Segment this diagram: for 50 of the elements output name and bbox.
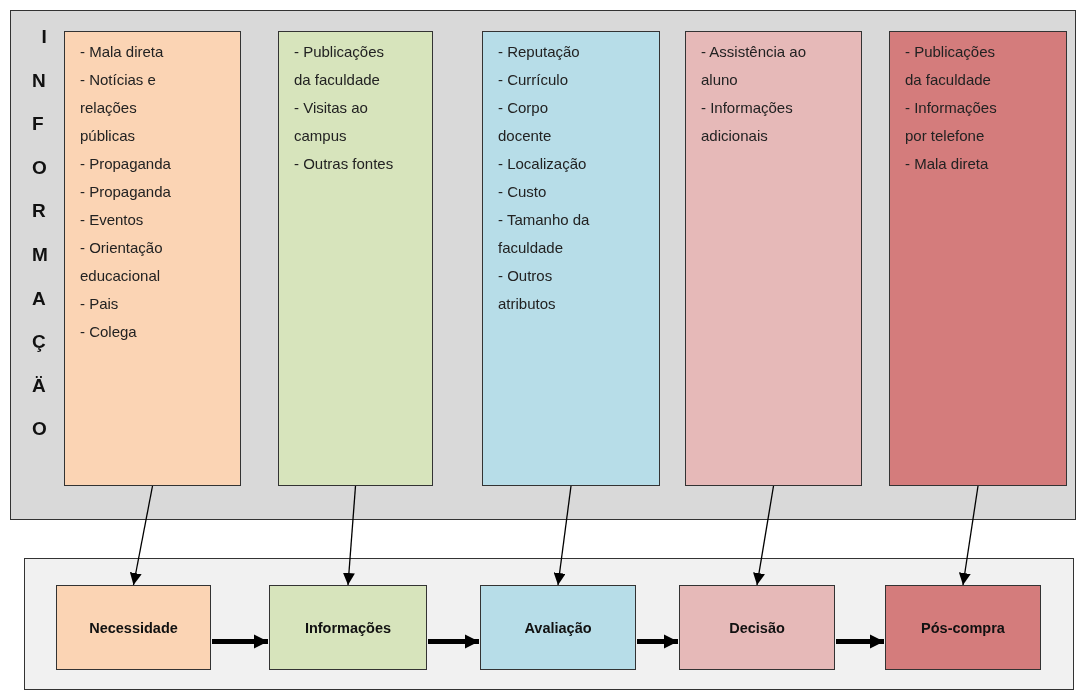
arrow bbox=[129, 485, 154, 586]
list-item: - Publicações da faculdade bbox=[294, 42, 386, 90]
thick-arrow bbox=[836, 634, 884, 649]
list-item: - Assistência ao aluno bbox=[701, 42, 807, 90]
stage-box bbox=[885, 585, 1041, 670]
stage-box bbox=[480, 585, 636, 670]
list-item: - Mala direta bbox=[80, 42, 165, 62]
list-item: - Propaganda bbox=[80, 182, 172, 202]
list-item: - Colega bbox=[80, 322, 138, 342]
list-item: - Eventos bbox=[80, 210, 145, 230]
information-band bbox=[10, 10, 1076, 520]
thick-arrow bbox=[637, 634, 678, 649]
stage-box bbox=[679, 585, 835, 670]
process-panel bbox=[24, 558, 1074, 690]
thick-arrow bbox=[428, 634, 479, 649]
list-item: - Informações adicionais bbox=[701, 98, 794, 146]
list-item: - Outros atributos bbox=[498, 266, 557, 314]
list-item: - Notícias e relações públicas bbox=[80, 70, 157, 146]
list-item: - Tamanho da faculdade bbox=[498, 210, 591, 258]
list-item: - Custo bbox=[498, 182, 548, 202]
stage-label: Pós-compra bbox=[921, 619, 1005, 636]
stage-box bbox=[269, 585, 427, 670]
source-list-box bbox=[278, 31, 433, 486]
source-list-box bbox=[685, 31, 862, 486]
arrow bbox=[958, 485, 979, 586]
list-item: - Mala direta bbox=[905, 154, 990, 174]
list-item: - Informações por telefone bbox=[905, 98, 998, 146]
source-list-box bbox=[889, 31, 1067, 486]
stage-label: Informações bbox=[304, 619, 392, 636]
list-item: - Localização bbox=[498, 154, 588, 174]
vertical-heading: INFORMAÇÄO bbox=[32, 25, 51, 442]
stage-label: Necessidade bbox=[89, 619, 178, 636]
source-list-box bbox=[482, 31, 660, 486]
list-item: - Pais bbox=[80, 294, 120, 314]
stage-box bbox=[56, 585, 211, 670]
thick-arrow bbox=[212, 634, 268, 649]
list-item: - Corpo docente bbox=[498, 98, 553, 146]
stage-label: Avaliação bbox=[524, 619, 592, 636]
list-item: - Propaganda bbox=[80, 154, 172, 174]
arrow bbox=[342, 485, 357, 586]
list-item: - Orientação educacional bbox=[80, 238, 164, 286]
list-item: - Currículo bbox=[498, 70, 569, 90]
source-list-box bbox=[64, 31, 241, 486]
stage-label: Decisão bbox=[729, 619, 785, 636]
arrow bbox=[553, 485, 572, 586]
list-item: - Outras fontes bbox=[294, 154, 395, 174]
list-item: - Reputação bbox=[498, 42, 581, 62]
list-item: - Visitas ao campus bbox=[294, 98, 369, 146]
arrow bbox=[753, 485, 775, 586]
list-item: - Publicações da faculdade bbox=[905, 42, 997, 90]
